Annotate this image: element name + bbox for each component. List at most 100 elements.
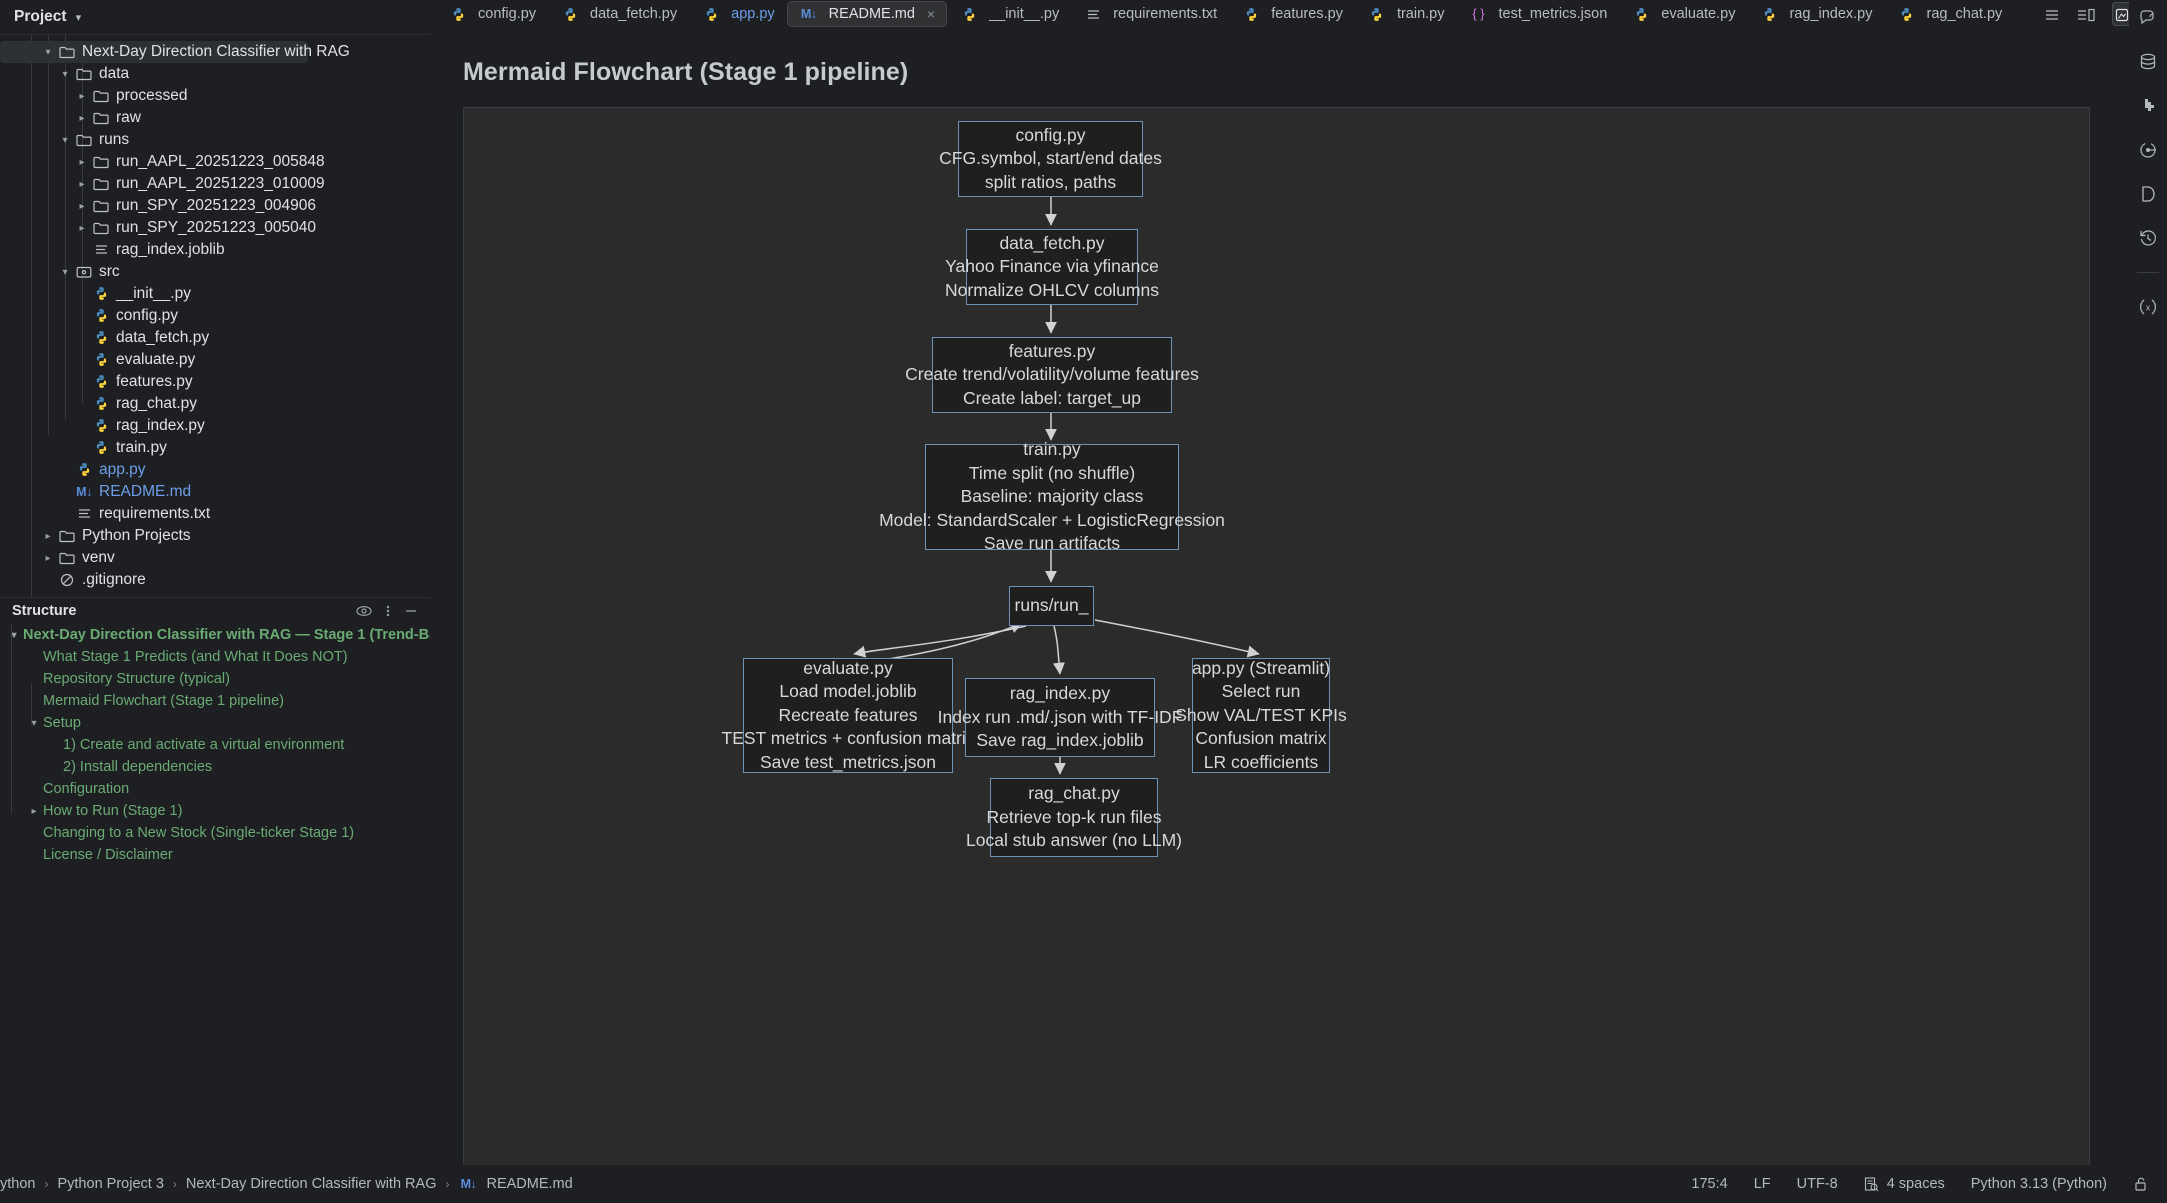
chevron-right-icon[interactable]: ▸ bbox=[79, 178, 85, 190]
chevron-down-icon[interactable]: ▾ bbox=[62, 266, 68, 278]
structure-item[interactable]: Changing to a New Stock (Single-ticker S… bbox=[0, 822, 430, 844]
ignored-file-icon bbox=[57, 571, 77, 589]
structure-item[interactable]: ▸How to Run (Stage 1) bbox=[0, 800, 430, 822]
structure-item[interactable]: What Stage 1 Predicts (and What It Does … bbox=[0, 646, 430, 668]
tree-item[interactable]: rag_index.py bbox=[0, 415, 430, 437]
editor-tab-actions[interactable] bbox=[2044, 2, 2167, 26]
tree-item[interactable]: train.py bbox=[0, 437, 430, 459]
chevron-right-icon[interactable]: ▸ bbox=[45, 552, 51, 564]
database-icon[interactable] bbox=[2136, 50, 2160, 74]
structure-item[interactable]: Repository Structure (typical) bbox=[0, 668, 430, 690]
status-bar[interactable]: ython›Python Project 3›Next-Day Directio… bbox=[0, 1165, 2167, 1203]
chevron-down-icon[interactable]: ▾ bbox=[62, 68, 68, 80]
flowchart-node-line: Select run bbox=[1221, 681, 1301, 702]
run-history-icon[interactable] bbox=[2136, 138, 2160, 162]
project-tree[interactable]: ▾Next-Day Direction Classifier with RAG▾… bbox=[0, 34, 430, 597]
tree-item[interactable]: ▾Next-Day Direction Classifier with RAG bbox=[0, 41, 350, 63]
tree-item[interactable]: ▸run_AAPL_20251223_005848 bbox=[0, 151, 430, 173]
tree-item[interactable]: __init__.py bbox=[0, 283, 430, 305]
project-panel-header[interactable]: Project ▾ bbox=[0, 0, 430, 34]
chevron-down-icon[interactable]: ▾ bbox=[45, 46, 51, 58]
eye-icon[interactable] bbox=[356, 603, 372, 619]
breadcrumb[interactable]: ython›Python Project 3›Next-Day Directio… bbox=[0, 1176, 573, 1192]
editor-tab[interactable]: __init__.py bbox=[947, 1, 1071, 27]
tree-item[interactable]: ▸venv bbox=[0, 547, 430, 569]
status-bar-right[interactable]: 175:4 LF UTF-8 4 spaces Python 3.13 (Pyt… bbox=[1691, 1176, 2167, 1192]
tree-item[interactable]: .gitignore bbox=[0, 569, 430, 591]
indent-inspect-icon[interactable] bbox=[1864, 1176, 1879, 1192]
python-interpreter[interactable]: Python 3.13 (Python) bbox=[1970, 1175, 2107, 1192]
editor-tab[interactable]: app.py bbox=[689, 1, 787, 27]
tree-item[interactable]: M↓README.md bbox=[0, 481, 430, 503]
tree-item[interactable]: ▾src bbox=[0, 261, 430, 283]
markdown-preview-editor[interactable]: Mermaid Flowchart (Stage 1 pipeline) con… bbox=[430, 28, 2148, 1165]
tree-item[interactable]: ▸run_SPY_20251223_005040 bbox=[0, 217, 430, 239]
close-icon[interactable]: × bbox=[926, 6, 936, 22]
editor-tab[interactable]: M↓README.md× bbox=[786, 1, 948, 27]
plugins-icon[interactable] bbox=[2136, 94, 2160, 118]
chevron-down-icon[interactable]: ▾ bbox=[31, 717, 37, 729]
tree-item[interactable]: ▸processed bbox=[0, 85, 430, 107]
editor-tab[interactable]: rag_index.py bbox=[1747, 1, 1884, 27]
tree-item[interactable]: rag_chat.py bbox=[0, 393, 430, 415]
structure-item[interactable]: 2) Install dependencies bbox=[0, 756, 430, 778]
line-separator[interactable]: LF bbox=[1753, 1175, 1771, 1192]
structure-item[interactable]: 1) Create and activate a virtual environ… bbox=[0, 734, 430, 756]
more-options-icon[interactable] bbox=[386, 603, 390, 619]
tree-item[interactable]: evaluate.py bbox=[0, 349, 430, 371]
tree-item[interactable]: ▸run_AAPL_20251223_010009 bbox=[0, 173, 430, 195]
tree-item[interactable]: ▸raw bbox=[0, 107, 430, 129]
version-history-icon[interactable] bbox=[2136, 226, 2160, 250]
tree-item[interactable]: ▸run_SPY_20251223_004906 bbox=[0, 195, 430, 217]
breadcrumb-item[interactable]: Python Project 3 bbox=[57, 1176, 164, 1192]
chevron-right-icon[interactable]: ▸ bbox=[79, 222, 85, 234]
preview-only-icon[interactable] bbox=[2044, 4, 2060, 24]
unlocked-icon[interactable] bbox=[2133, 1176, 2149, 1192]
breadcrumb-item[interactable]: README.md bbox=[486, 1176, 573, 1192]
right-tool-strip[interactable]: x bbox=[2129, 0, 2167, 1165]
structure-item[interactable]: ▾Setup bbox=[0, 712, 430, 734]
file-encoding[interactable]: UTF-8 bbox=[1796, 1175, 1838, 1192]
structure-item[interactable]: Mermaid Flowchart (Stage 1 pipeline) bbox=[0, 690, 430, 712]
breadcrumb-item[interactable]: Next-Day Direction Classifier with RAG bbox=[185, 1176, 437, 1192]
chevron-down-icon[interactable]: ▾ bbox=[11, 629, 17, 641]
editor-tab[interactable]: evaluate.py bbox=[1619, 1, 1747, 27]
editor-tab[interactable]: config.py bbox=[436, 1, 548, 27]
editor-tab[interactable]: { }test_metrics.json bbox=[1457, 1, 1620, 27]
structure-item[interactable]: License / Disclaimer bbox=[0, 844, 430, 866]
breadcrumb-item[interactable]: ython bbox=[0, 1176, 36, 1192]
editor-tab[interactable]: requirements.txt bbox=[1071, 1, 1229, 27]
tree-item[interactable]: ▾runs bbox=[0, 129, 430, 151]
structure-item[interactable]: Configuration bbox=[0, 778, 430, 800]
chevron-right-icon[interactable]: ▸ bbox=[79, 112, 85, 124]
tree-item[interactable]: data_fetch.py bbox=[0, 327, 430, 349]
editor-tab[interactable]: train.py bbox=[1355, 1, 1457, 27]
tree-item[interactable]: app.py bbox=[0, 459, 430, 481]
tree-item[interactable]: ▾data bbox=[0, 63, 430, 85]
split-editor-icon[interactable] bbox=[2077, 4, 2095, 24]
chevron-right-icon[interactable]: ▸ bbox=[79, 90, 85, 102]
structure-item[interactable]: ▾Next-Day Direction Classifier with RAG … bbox=[0, 624, 475, 646]
tree-item[interactable]: ▸Python Projects bbox=[0, 525, 430, 547]
preview-markdown-icon[interactable] bbox=[2112, 2, 2132, 26]
editor-tab[interactable]: features.py bbox=[1229, 1, 1355, 27]
chevron-right-icon[interactable]: ▸ bbox=[31, 805, 37, 817]
editor-tab[interactable]: data_fetch.py bbox=[548, 1, 689, 27]
tree-item[interactable]: requirements.txt bbox=[0, 503, 430, 525]
chevron-down-icon[interactable]: ▾ bbox=[62, 134, 68, 146]
ai-assistant-icon[interactable] bbox=[2136, 6, 2160, 30]
tree-item[interactable]: rag_index.joblib bbox=[0, 239, 430, 261]
tree-item[interactable]: features.py bbox=[0, 371, 430, 393]
minimize-icon[interactable] bbox=[404, 603, 418, 619]
indent-setting[interactable]: 4 spaces bbox=[1886, 1175, 1945, 1192]
caret-position[interactable]: 175:4 bbox=[1691, 1175, 1728, 1192]
tree-item[interactable]: config.py bbox=[0, 305, 430, 327]
chevron-right-icon[interactable]: ▸ bbox=[45, 530, 51, 542]
editor-tab[interactable]: rag_chat.py bbox=[1885, 1, 2015, 27]
chevron-right-icon[interactable]: ▸ bbox=[79, 156, 85, 168]
chevron-down-icon[interactable]: ▾ bbox=[75, 11, 82, 24]
debug-icon[interactable] bbox=[2136, 182, 2160, 206]
chevron-right-icon[interactable]: ▸ bbox=[79, 200, 85, 212]
variables-icon[interactable]: x bbox=[2136, 295, 2160, 319]
